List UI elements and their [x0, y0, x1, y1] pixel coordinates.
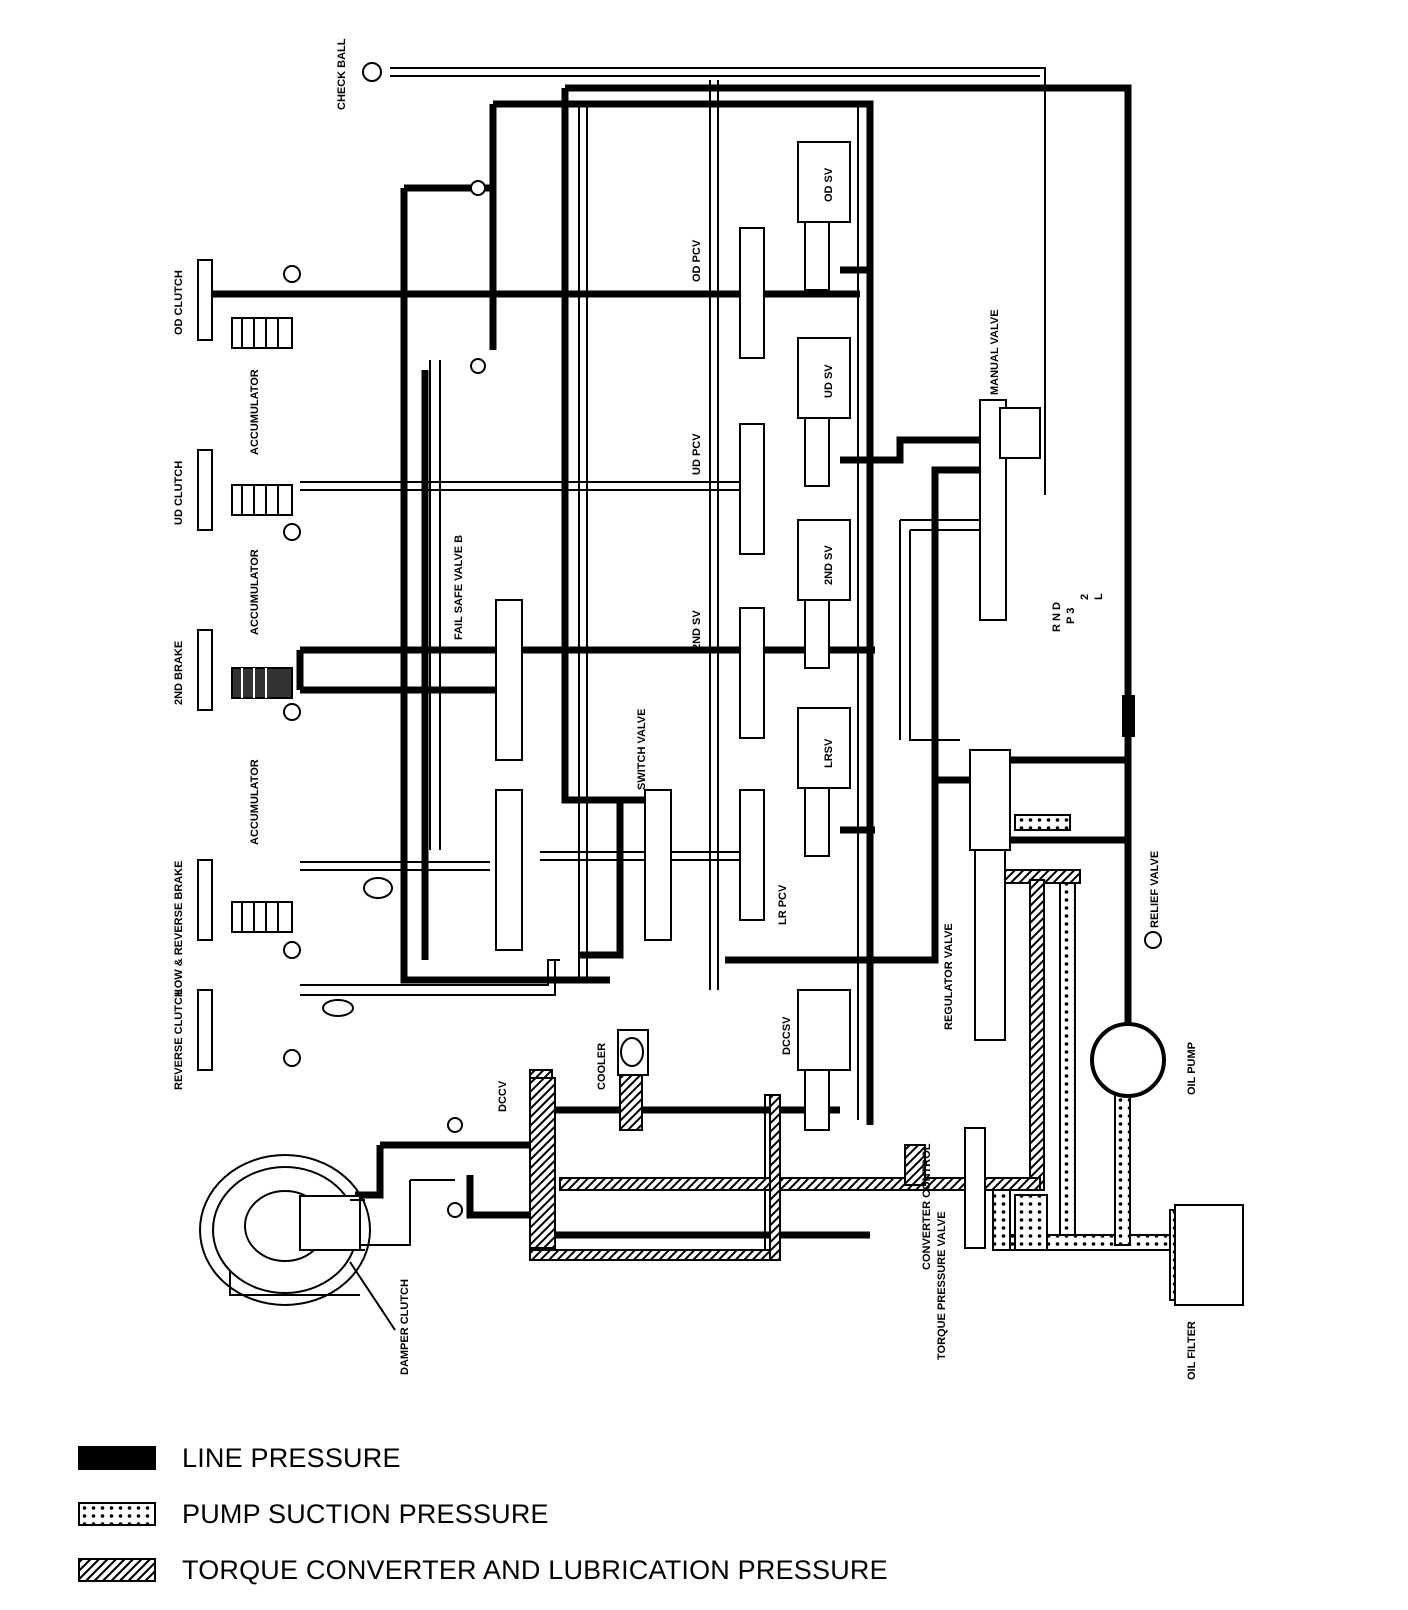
label-check-ball: CHECK BALL — [336, 38, 348, 110]
label-dccsv: DCCSV — [781, 1016, 793, 1055]
label-2nd-sv: 2ND SV — [823, 545, 835, 585]
accumulator-2nd — [231, 667, 293, 699]
label-ud-clutch: UD CLUTCH — [173, 461, 185, 525]
legend-label-line: LINE PRESSURE — [182, 1442, 401, 1473]
label-accumulator-2: ACCUMULATOR — [249, 549, 261, 635]
hydraulic-schematic: CHECK BALL OD CLUTCH ACCUMULATOR UD CLUT… — [173, 38, 1244, 1380]
label-accumulator-1: ACCUMULATOR — [249, 369, 261, 455]
hydraulic-circuit-diagram: CHECK BALL OD CLUTCH ACCUMULATOR UD CLUT… — [173, 38, 1244, 1380]
legend-swatch-torque — [78, 1558, 156, 1582]
solenoid-valves — [797, 141, 851, 1071]
label-range-2: 2 — [1079, 594, 1091, 600]
label-manual-valve: MANUAL VALVE — [989, 309, 1001, 395]
label-relief-valve: RELIEF VALVE — [1149, 851, 1161, 928]
torque-converter — [199, 1154, 396, 1331]
label-reverse-clutch: REVERSE CLUTCH — [173, 989, 185, 1090]
label-od-sv: OD SV — [823, 167, 835, 202]
second-brake-block — [197, 629, 213, 711]
legend-item-pump-suction: PUMP SUCTION PRESSURE — [78, 1486, 1078, 1542]
label-regulator-valve: REGULATOR VALVE — [943, 923, 955, 1030]
component-labels: CHECK BALL OD CLUTCH ACCUMULATOR UD CLUT… — [173, 38, 1198, 1380]
label-range-p3: P 3 — [1065, 608, 1077, 624]
label-cooler: COOLER — [596, 1043, 608, 1090]
accumulator-od — [231, 317, 293, 349]
label-range-l: L — [1093, 593, 1105, 600]
legend: LINE PRESSURE PUMP SUCTION PRESSURE TORQ… — [78, 1430, 1078, 1598]
lrsv-body — [797, 707, 851, 789]
accumulator-ud — [231, 484, 293, 516]
label-fail-safe-valve-b: FAIL SAFE VALVE B — [453, 535, 465, 640]
label-lr-pcv: LR PCV — [777, 884, 789, 925]
od-sv-body — [797, 141, 851, 223]
label-ud-pcv: UD PCV — [691, 433, 703, 475]
line-pressure-marker — [1122, 695, 1135, 737]
second-sv-body — [797, 519, 851, 601]
legend-label-torque: TORQUE CONVERTER AND LUBRICATION PRESSUR… — [182, 1554, 888, 1585]
legend-swatch-suction — [78, 1502, 156, 1526]
label-torque-pressure-valve: TORQUE PRESSURE VALVE — [936, 1211, 948, 1360]
ud-clutch-block — [197, 449, 213, 531]
label-lrsv: LRSV — [823, 738, 835, 768]
label-dccv: DCCV — [497, 1080, 509, 1112]
label-od-clutch: OD CLUTCH — [173, 270, 185, 335]
dccsv-body — [797, 989, 851, 1071]
legend-label-suction: PUMP SUCTION PRESSURE — [182, 1498, 549, 1529]
check-balls — [283, 62, 486, 1218]
accumulators — [231, 317, 293, 933]
label-range-r: R N D — [1051, 602, 1063, 632]
legend-item-torque-lube: TORQUE CONVERTER AND LUBRICATION PRESSUR… — [78, 1542, 1078, 1598]
label-oil-filter: OIL FILTER — [1186, 1321, 1198, 1380]
label-low-reverse-brake: LOW & REVERSE BRAKE — [173, 861, 185, 995]
label-converter-control: CONVERTER CONTROL — [921, 1143, 933, 1270]
legend-item-line-pressure: LINE PRESSURE — [78, 1430, 1078, 1486]
legend-swatch-line — [78, 1446, 156, 1470]
valve-spools — [495, 221, 1041, 1249]
line-pressure-circuits — [212, 84, 1132, 1239]
ud-sv-body — [797, 337, 851, 419]
label-oil-pump: OIL PUMP — [1186, 1042, 1198, 1095]
oil-pump-body — [1090, 1022, 1166, 1098]
relief-valve-body — [1144, 931, 1162, 949]
oil-filter-body — [1174, 1204, 1244, 1306]
label-second-brake: 2ND BRAKE — [173, 641, 185, 705]
lr-brake-block — [197, 859, 213, 941]
label-ud-sv: UD SV — [823, 364, 835, 398]
label-damper-clutch: DAMPER CLUTCH — [399, 1279, 411, 1375]
reverse-clutch-block — [197, 989, 213, 1071]
label-switch-valve: SWITCH VALVE — [636, 709, 648, 790]
accumulator-lr — [231, 901, 293, 933]
clutch-blocks — [197, 259, 213, 1071]
label-2nd-sv-side: 2ND SV — [691, 610, 703, 650]
thin-circuits — [229, 67, 1046, 1296]
od-clutch-block — [197, 259, 213, 341]
label-od-pcv: OD PCV — [691, 239, 703, 282]
label-accumulator-3: ACCUMULATOR — [249, 759, 261, 845]
